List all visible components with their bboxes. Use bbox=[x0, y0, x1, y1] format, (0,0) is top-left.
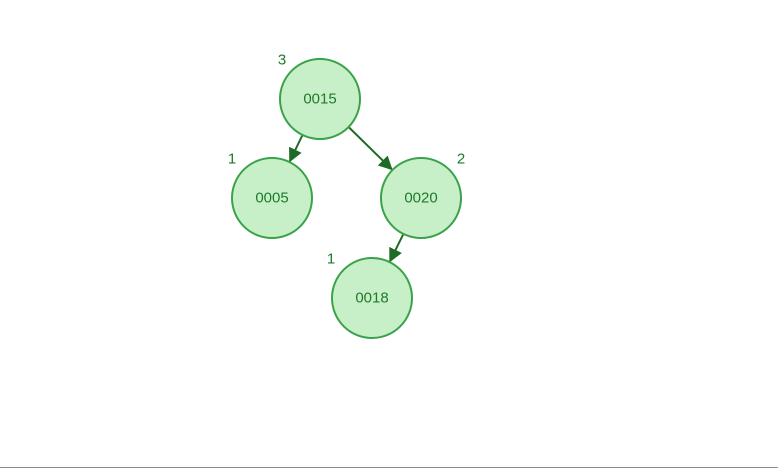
node-circle bbox=[380, 157, 462, 239]
node-key-label: 0005 bbox=[255, 190, 288, 207]
node-key-label: 0018 bbox=[355, 290, 388, 307]
tree-node-0020: 0020 2 bbox=[380, 151, 465, 239]
node-key-label: 0020 bbox=[404, 190, 437, 207]
node-height-label: 3 bbox=[278, 52, 286, 69]
node-height-label: 2 bbox=[457, 151, 465, 168]
node-circle bbox=[279, 58, 361, 140]
edge-0015-to-0005 bbox=[288, 134, 304, 163]
node-height-label: 1 bbox=[327, 251, 335, 268]
node-key-label: 0015 bbox=[303, 91, 336, 108]
node-circle bbox=[231, 157, 313, 239]
tree-edges bbox=[288, 126, 405, 263]
edge-0020-to-0018 bbox=[389, 233, 405, 263]
tree-node-0015: 0015 3 bbox=[278, 52, 361, 140]
node-height-label: 1 bbox=[228, 151, 236, 168]
edge-0015-to-0020 bbox=[347, 126, 393, 171]
tree-node-0005: 0005 1 bbox=[228, 151, 313, 239]
tree-node-0018: 0018 1 bbox=[327, 251, 413, 339]
bottom-divider bbox=[0, 467, 778, 468]
node-circle bbox=[331, 257, 413, 339]
